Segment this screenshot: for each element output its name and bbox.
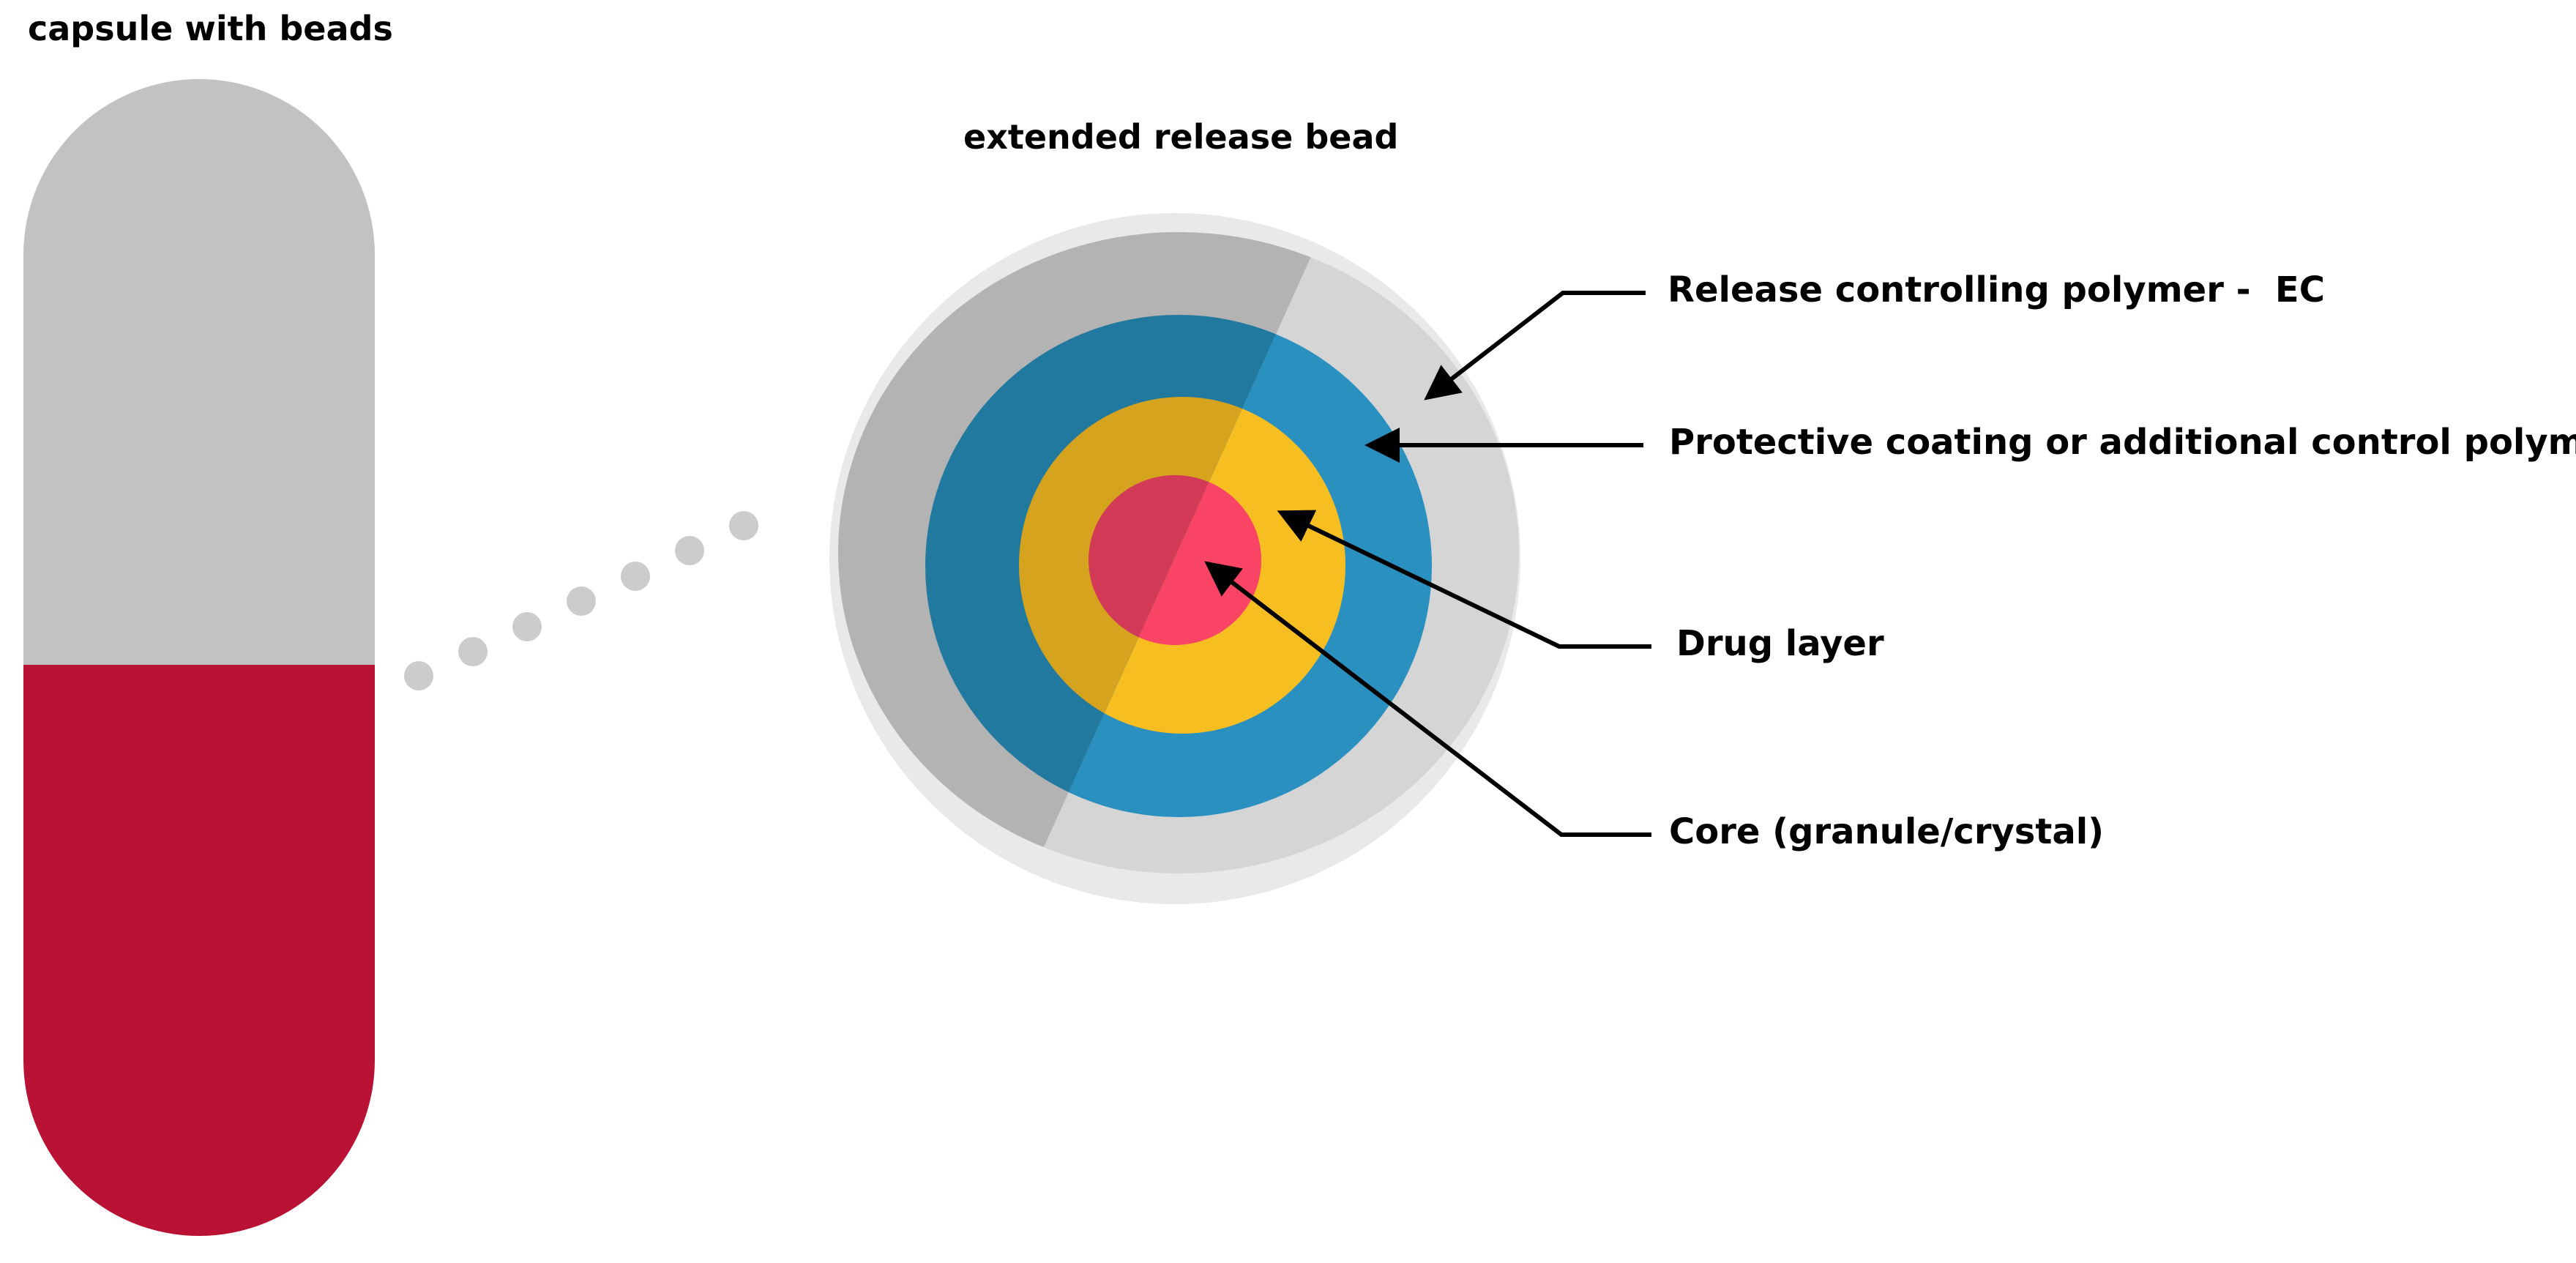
arrow-outer-layer (1424, 291, 1646, 400)
dot (458, 637, 488, 666)
label-protective-coating: Protective coating or additional control… (1669, 422, 2576, 463)
dot (729, 511, 758, 540)
label-release-controlling-polymer: Release controlling polymer - EC (1668, 269, 2325, 310)
bead-dots (404, 511, 758, 690)
dot (567, 586, 596, 616)
dot (675, 536, 704, 565)
capsule-bottom-half (23, 665, 375, 1236)
bead (829, 213, 1520, 904)
dot (404, 661, 433, 690)
dot (621, 562, 650, 591)
dot (512, 612, 542, 641)
arrow-core (1204, 561, 1651, 837)
leader-arrows (1204, 291, 1651, 837)
capsule (23, 79, 375, 1236)
bead-title: extended release bead (963, 117, 1398, 157)
arrow-drug-layer (1277, 510, 1651, 649)
label-core: Core (granule/crystal) (1669, 811, 2104, 852)
capsule-title: capsule with beads (28, 9, 393, 48)
label-drug-layer: Drug layer (1676, 623, 1884, 664)
capsule-top-half (23, 79, 375, 665)
